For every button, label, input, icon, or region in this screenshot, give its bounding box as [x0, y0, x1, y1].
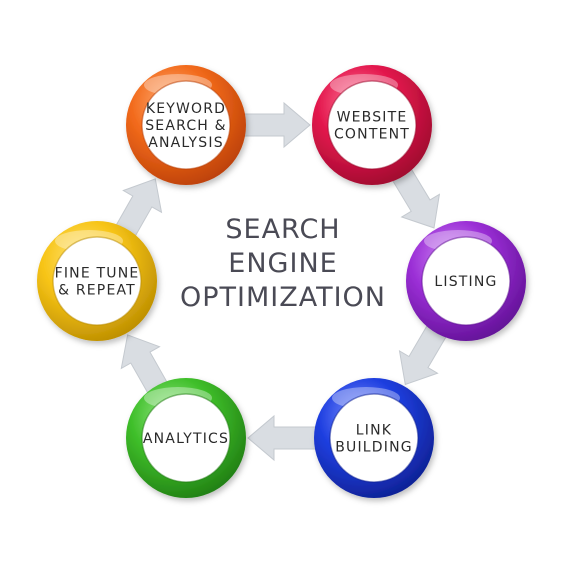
center-title-line-3: OPTIMIZATION: [180, 282, 386, 313]
cycle-arrow: [390, 166, 441, 229]
cycle-arrow: [247, 414, 319, 462]
step-label-link-building-line-2: BUILDING: [335, 440, 413, 456]
step-label-link-building-line-1: LINK: [356, 423, 392, 439]
center-title: SEARCH ENGINE OPTIMIZATION: [180, 214, 386, 313]
ring-center: [52, 236, 142, 326]
cycle-arrows: [114, 101, 448, 462]
ring-center: [329, 393, 419, 483]
cycle-arrow: [120, 334, 169, 396]
step-label-keyword-search-analysis-line-2: SEARCH &: [145, 118, 227, 134]
ring-center: [421, 236, 511, 326]
center-title-line-2: ENGINE: [228, 248, 337, 279]
step-label-website-content-line-2: CONTENT: [334, 127, 410, 143]
ring-center: [141, 80, 231, 170]
step-listing: LISTING: [406, 221, 526, 341]
cycle-arrow: [114, 178, 163, 239]
step-fine-tune-repeat: FINE TUNE& REPEAT: [37, 221, 157, 341]
ring-center: [141, 393, 231, 483]
step-label-keyword-search-analysis-line-1: KEYWORD: [146, 101, 226, 117]
step-label-fine-tune-repeat-line-2: & REPEAT: [58, 283, 136, 299]
step-label-website-content-line-1: WEBSITE: [337, 110, 408, 126]
ring-center: [327, 80, 417, 170]
cycle-arrow: [398, 323, 448, 386]
step-label-keyword-search-analysis-line-3: ANALYSIS: [148, 135, 224, 151]
step-label-listing-line-1: LISTING: [434, 274, 497, 290]
step-analytics: ANALYTICS: [126, 378, 246, 498]
step-label-analytics-line-1: ANALYTICS: [143, 431, 229, 447]
cycle-arrow: [241, 101, 311, 149]
step-label-fine-tune-repeat-line-1: FINE TUNE: [55, 266, 140, 282]
center-title-line-1: SEARCH: [225, 214, 340, 245]
